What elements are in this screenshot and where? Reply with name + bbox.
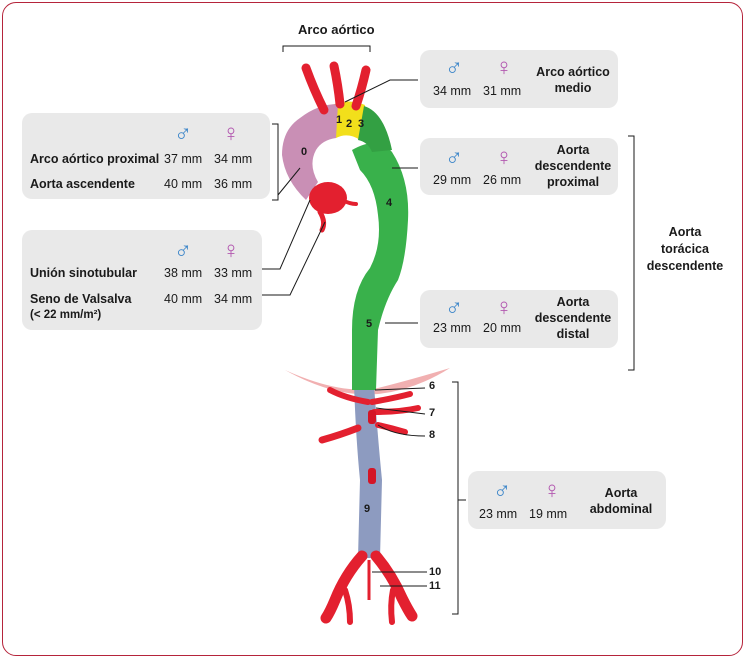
desc-proximal-title-2: descendente	[534, 159, 612, 173]
segment-number-0: 0	[301, 146, 308, 158]
female-icon: ♀	[495, 294, 513, 321]
proximal-arch-male-value: 37 mm	[164, 152, 203, 166]
abdominal-male-value: 23 mm	[479, 507, 518, 521]
valsalva-female-value: 34 mm	[214, 292, 253, 306]
desc-distal-title-2: descendente	[534, 311, 612, 325]
valsalva-label: Seno de Valsalva	[30, 292, 132, 306]
celiac-branch-2	[369, 391, 413, 405]
thoracic-group-label-3: descendente	[646, 259, 724, 273]
female-icon: ♀	[222, 120, 240, 147]
ascending-aorta-label: Aorta ascendente	[30, 177, 135, 191]
male-icon: ♂	[445, 294, 463, 321]
segment-number-6: 6	[429, 380, 436, 392]
male-icon: ♂	[174, 120, 192, 147]
male-icon: ♂	[445, 54, 463, 81]
ascending-aorta-male-value: 40 mm	[164, 177, 203, 191]
thoracic-group-label-2: torácica	[661, 242, 709, 256]
desc-distal-male-value: 23 mm	[433, 321, 472, 335]
aortic-root	[309, 182, 347, 214]
proximal-arch-label: Arco aórtico proximal	[30, 152, 160, 166]
segment-number-10: 10	[429, 566, 442, 578]
segment-number-3: 3	[358, 118, 365, 130]
abdominal-female-value: 19 mm	[529, 507, 568, 521]
desc-distal-title-1: Aorta	[556, 295, 590, 309]
box-desc-proximal: ♂ ♀ 29 mm 26 mm Aorta descendente proxim…	[420, 138, 618, 195]
arch-top-label: Arco aórtico	[298, 22, 375, 37]
segment-number-11: 11	[429, 580, 441, 592]
desc-proximal-title-1: Aorta	[556, 143, 590, 157]
brachiocephalic-artery	[301, 63, 329, 115]
iliac-left	[320, 550, 368, 624]
box-proximal: ♂ ♀ Arco aórtico proximal 37 mm 34 mm Ao…	[22, 113, 270, 199]
box-abdominal: ♂ ♀ 23 mm 19 mm Aorta abdominal	[468, 471, 666, 529]
box-desc-distal: ♂ ♀ 23 mm 20 mm Aorta descendente distal	[420, 290, 618, 348]
segment-number-1: 1	[336, 114, 343, 126]
desc-distal-female-value: 20 mm	[483, 321, 522, 335]
abdominal-title-2: abdominal	[589, 502, 653, 516]
female-icon: ♀	[495, 54, 513, 81]
arch-distal-segment	[358, 106, 392, 152]
coronary-artery	[340, 198, 358, 206]
root-base	[317, 209, 327, 233]
branch-ostium	[368, 410, 376, 424]
box-arch-mid: ♂ ♀ 34 mm 31 mm Arco aórtico medio	[420, 50, 618, 108]
ascending-aorta-female-value: 36 mm	[214, 177, 253, 191]
segment-number-8: 8	[429, 429, 436, 441]
descending-thoracic-aorta	[352, 142, 409, 390]
desc-proximal-title-3: proximal	[546, 175, 600, 189]
segment-number-9: 9	[364, 503, 371, 515]
subclavian-artery	[351, 65, 371, 111]
male-icon: ♂	[174, 237, 192, 264]
sinotubular-male-value: 38 mm	[164, 266, 203, 280]
proximal-arch-female-value: 34 mm	[214, 152, 253, 166]
male-icon: ♂	[445, 144, 463, 171]
female-icon: ♀	[543, 477, 561, 504]
celiac-branch	[327, 387, 371, 405]
arch-mid-male-value: 34 mm	[433, 84, 472, 98]
carotid-artery	[329, 61, 345, 109]
desc-proximal-female-value: 26 mm	[483, 173, 522, 187]
segment-number-2: 2	[346, 118, 353, 130]
valsalva-male-value: 40 mm	[164, 292, 203, 306]
sinotubular-label: Unión sinotubular	[30, 266, 137, 280]
desc-distal-title-3: distal	[556, 327, 590, 341]
abdominal-title-1: Aorta	[604, 486, 638, 500]
arch-mid-title-2: medio	[554, 81, 592, 95]
arch-proximal-segment	[282, 104, 338, 200]
segment-number-5: 5	[366, 318, 373, 330]
branch-ostium-2	[368, 468, 376, 484]
box-sinus: ♂ ♀ Unión sinotubular 38 mm 33 mm Seno d…	[22, 230, 262, 330]
arch-mid-female-value: 31 mm	[483, 84, 522, 98]
renal-right	[375, 422, 408, 435]
sinotubular-female-value: 33 mm	[214, 266, 253, 280]
iliac-left-branch	[342, 587, 353, 625]
female-icon: ♀	[222, 237, 240, 264]
renal-left	[318, 424, 362, 444]
female-icon: ♀	[495, 144, 513, 171]
male-icon: ♂	[493, 477, 511, 504]
valsalva-index-note: (< 22 mm/m²)	[30, 309, 102, 321]
arch-mid-title-1: Arco aórtico	[536, 65, 610, 79]
segment-number-4: 4	[386, 197, 393, 209]
arch-mid-segment	[332, 101, 365, 140]
thoracic-group-label-1: Aorta	[668, 225, 702, 239]
diaphragm	[285, 368, 450, 395]
iliac-right	[370, 550, 418, 622]
segment-number-7: 7	[429, 407, 436, 419]
iliac-right-branch	[388, 587, 396, 625]
desc-proximal-male-value: 29 mm	[433, 173, 472, 187]
